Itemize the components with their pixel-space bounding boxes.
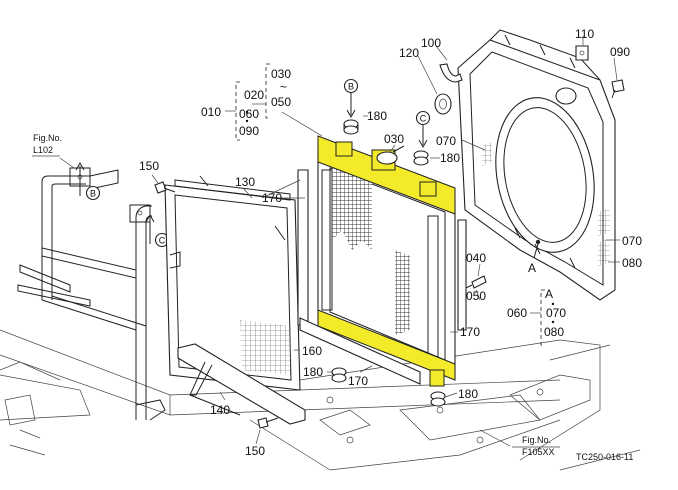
callout-180-lower-left: 180: [303, 365, 323, 379]
callout-020: 020: [244, 88, 264, 102]
radiator-screen: [164, 175, 301, 391]
callout-arrow-b-top: B: [348, 82, 354, 92]
clip-part-110: [575, 45, 589, 61]
callout-050-drain: 050: [466, 289, 486, 303]
callout-050-upper: 050: [271, 95, 291, 109]
callout-170-lower: 170: [348, 374, 368, 388]
callout-130: 130: [235, 175, 255, 189]
lower-tank-highlight: [317, 309, 456, 381]
callout-070-top: 070: [436, 134, 456, 148]
fig-ref-left-prefix: Fig.No.: [33, 133, 62, 143]
callout-arrow-c-top: C: [420, 114, 427, 124]
callout-030-cap: 030: [384, 132, 404, 146]
callout-070-shroud: 070: [622, 234, 642, 248]
radiator-cap: [376, 145, 405, 165]
arrow-c-left: C: [145, 213, 170, 248]
callout-labels: 100 110 090 120 030 ~ 020 050 060 010 09…: [139, 27, 642, 458]
callout-150-left: 150: [139, 159, 159, 173]
callout-160: 160: [302, 344, 322, 358]
callout-100: 100: [421, 36, 441, 50]
fig-ref-left: Fig.No. L102: [32, 133, 62, 157]
callout-arrow-c-left: C: [159, 236, 166, 246]
fig-ref-right: Fig.No. F105XX: [512, 435, 560, 457]
callout-arrow-b-left: B: [90, 189, 96, 199]
callout-040: 040: [466, 251, 486, 265]
callout-110: 110: [575, 27, 594, 41]
guide-rods: [297, 169, 467, 385]
callout-140: 140: [210, 403, 230, 417]
radiator-guard-frame: [0, 167, 166, 426]
hose-part-100: [439, 63, 463, 83]
callout-ref-a: A: [528, 261, 536, 275]
arrow-b-left: B: [75, 161, 101, 201]
fig-ref-right-number: F105XX: [522, 447, 555, 457]
arrow-c-top: C: [415, 110, 431, 149]
radiator: [317, 135, 456, 387]
drain-plug: [465, 275, 487, 289]
drawing-code: TC250-016-11: [576, 452, 633, 462]
callout-060-right: 060: [507, 306, 527, 320]
callout-180-right: 180: [440, 151, 460, 165]
callout-080-right: 080: [544, 325, 564, 339]
callout-090-top: 090: [610, 45, 630, 59]
reference-a-marker: A: [528, 239, 541, 275]
callout-150-bottom: 150: [245, 444, 265, 458]
fig-ref-right-prefix: Fig.No.: [522, 435, 551, 445]
callout-070-right: 070: [546, 306, 566, 320]
callout-170-upper: 170: [262, 191, 282, 205]
group-060-bracket: [530, 289, 555, 346]
fan-shroud: [457, 29, 616, 301]
group-010-bracket: [225, 63, 270, 141]
callout-tilde: ~: [280, 80, 287, 94]
cushions: [331, 119, 446, 407]
callout-060-upper: 060: [239, 107, 259, 121]
callout-030-upper: 030: [271, 67, 291, 81]
callout-080-shroud: 080: [622, 256, 642, 270]
grommet-part-120: [434, 93, 452, 115]
callout-090-left: 090: [239, 124, 259, 138]
callout-120: 120: [399, 46, 419, 60]
fig-ref-left-number: L102: [33, 145, 53, 155]
bolts: [154, 79, 625, 429]
callout-180-top: 180: [367, 109, 387, 123]
bottom-bracket: [177, 343, 306, 425]
callout-180-lower-right: 180: [458, 387, 478, 401]
arrow-b-top: B: [343, 78, 359, 119]
callout-170-right: 170: [460, 325, 480, 339]
callout-ref-a-group: A: [545, 287, 553, 301]
leader-lines: [59, 36, 620, 447]
callout-010: 010: [201, 105, 221, 119]
